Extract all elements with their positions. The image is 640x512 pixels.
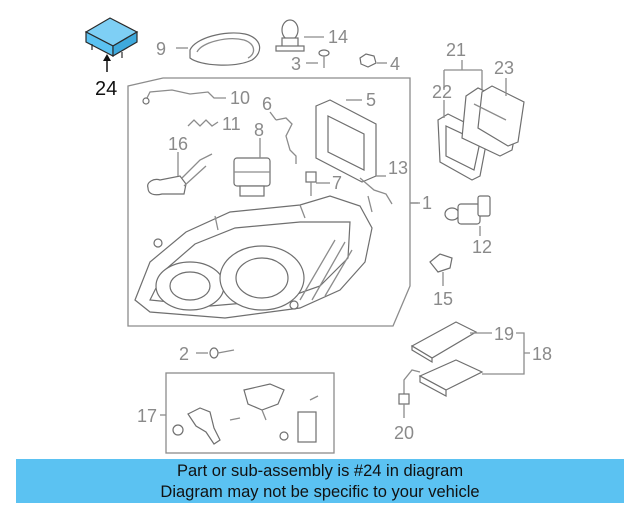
callout-2[interactable]: 2 <box>179 344 189 364</box>
part-23-panel[interactable] <box>461 85 525 157</box>
leader-24-arrow <box>103 54 111 61</box>
callout-8[interactable]: 8 <box>254 120 264 140</box>
callout-6[interactable]: 6 <box>262 94 272 114</box>
banner-line-1: Part or sub-assembly is #24 in diagram <box>176 462 464 480</box>
part-24-control-module[interactable] <box>84 17 139 58</box>
banner-line-2: Diagram may not be specific to your vehi… <box>160 483 480 501</box>
callout-15[interactable]: 15 <box>433 289 453 309</box>
callout-1[interactable]: 1 <box>422 193 432 213</box>
part-6-cable[interactable] <box>275 117 297 164</box>
part-15-clip[interactable] <box>429 253 453 273</box>
part-8-socket[interactable] <box>233 157 271 197</box>
callout-10[interactable]: 10 <box>230 88 250 108</box>
parts-diagram: 24 1 9 14 3 4 <box>84 17 552 454</box>
callout-3[interactable]: 3 <box>291 54 301 74</box>
part-5-housing-cover[interactable] <box>315 99 377 183</box>
headlamp-assembly-frame <box>127 77 411 327</box>
callout-12[interactable]: 12 <box>472 237 492 257</box>
callout-23[interactable]: 23 <box>494 58 514 78</box>
part-10-wire-harness[interactable] <box>142 89 226 105</box>
callout-17[interactable]: 17 <box>137 406 157 426</box>
part-16-bulb-socket[interactable] <box>147 153 213 196</box>
part-3-screw[interactable] <box>318 49 330 68</box>
part-14-bulb[interactable] <box>275 19 305 52</box>
callout-11[interactable]: 11 <box>222 114 241 134</box>
callout-9[interactable]: 9 <box>156 39 166 59</box>
part-19-module[interactable] <box>410 321 478 364</box>
callout-5[interactable]: 5 <box>366 90 376 110</box>
part-17-repair-kit[interactable] <box>172 383 319 445</box>
callout-18[interactable]: 18 <box>532 344 552 364</box>
part-11-wire[interactable] <box>187 119 219 127</box>
part-7-bolt[interactable] <box>305 171 317 196</box>
part-4-clip[interactable] <box>359 53 377 68</box>
callout-22[interactable]: 22 <box>432 82 452 102</box>
part-13-clip[interactable] <box>359 177 393 213</box>
callout-7[interactable]: 7 <box>332 173 342 193</box>
callout-16[interactable]: 16 <box>168 134 188 154</box>
callout-20[interactable]: 20 <box>394 423 414 443</box>
part-2-screw[interactable] <box>209 347 235 359</box>
part-9-lens-ring[interactable] <box>189 32 261 66</box>
part-12-bulb-socket[interactable] <box>444 195 491 225</box>
callout-21[interactable]: 21 <box>446 40 466 60</box>
callout-24[interactable]: 24 <box>95 78 117 100</box>
callout-19[interactable]: 19 <box>494 324 514 344</box>
callout-14[interactable]: 14 <box>328 27 348 47</box>
part-20-ballast[interactable] <box>398 359 484 405</box>
callout-13[interactable]: 13 <box>388 158 408 178</box>
repair-kit-frame <box>165 372 335 454</box>
headlamp-housing <box>134 195 373 319</box>
callout-4[interactable]: 4 <box>390 54 400 74</box>
info-banner: Part or sub-assembly is #24 in diagram D… <box>16 459 624 503</box>
